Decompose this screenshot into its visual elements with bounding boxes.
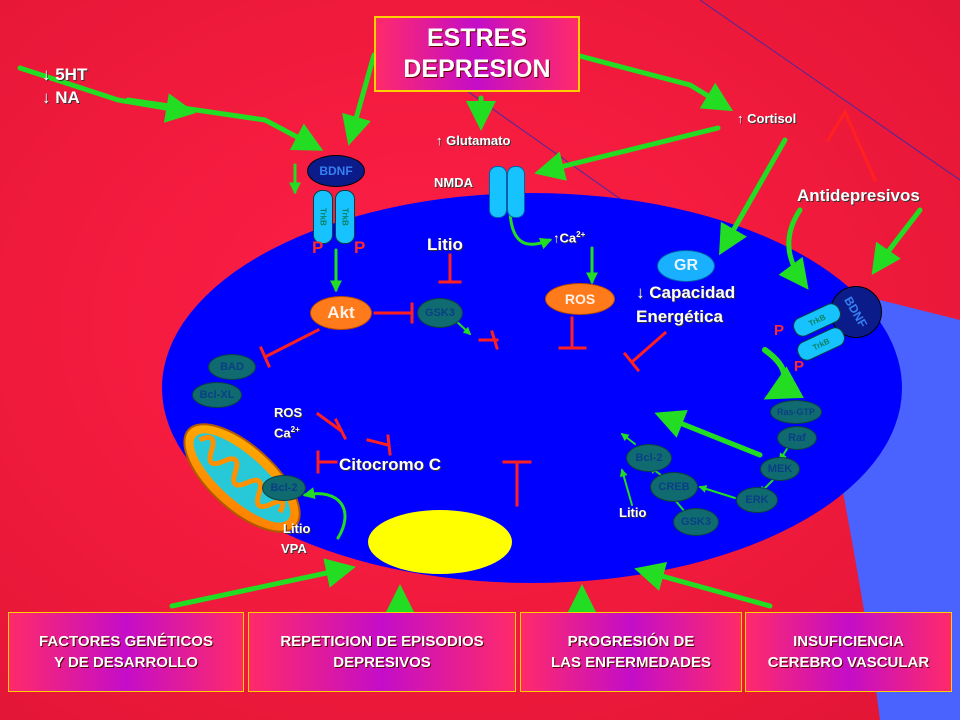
arrow-antidep-right [778, 207, 809, 290]
inhibit-ros [558, 316, 587, 350]
phospho-left-1: P [312, 238, 324, 257]
title-line-1: ESTRES [426, 23, 528, 52]
cell-body [162, 193, 902, 583]
footer-box-vascular: INSUFICIENCIA CEREBRO VASCULAR [745, 612, 952, 692]
trkb-left-2: TrkB [335, 190, 355, 244]
footer-vascular-line-2: CEREBRO VASCULAR [767, 654, 930, 671]
arrow-foot1 [169, 558, 356, 609]
label-na: ↓ NA [42, 88, 80, 107]
arrow-litio-bottom [619, 468, 633, 506]
bcl-xl-node: Bcl-XL [192, 382, 242, 408]
bg-line-2 [699, 0, 960, 181]
arrow-stress-bdnf [342, 52, 377, 146]
gsk3-node-bottom: GSK3 [673, 508, 719, 536]
bad-node: BAD [208, 354, 256, 380]
phospho-left-2: P [354, 238, 366, 257]
arrow-ras-cell [654, 409, 763, 458]
arrow-nmda-ca [508, 210, 553, 250]
arrow-antidep-bdnf [871, 207, 923, 275]
label-antidepresivos: Antidepresivos [797, 186, 920, 205]
label-ca-top: ↑Ca2+ [553, 230, 586, 246]
footer-episodes-line-1: REPETICION DE EPISODIOS [280, 633, 484, 650]
bcl2-mito-node: Bcl-2 [262, 475, 306, 501]
trkb-left-1: TrkB [313, 190, 333, 244]
label-cortisol: ↑ Cortisol [737, 111, 797, 126]
inhibit-litio [438, 253, 462, 284]
ros-node: ROS [545, 283, 615, 315]
label-5ht: ↓ 5HT [42, 65, 88, 84]
arrow-mito-litio [302, 487, 347, 540]
label-glutamato: ↑ Glutamato [436, 133, 511, 148]
inhibit-citocromo [316, 450, 338, 474]
label-nmda: NMDA [434, 175, 473, 190]
footer-box-genetic: FACTORES GENÉTICOS Y DE DESARROLLO [8, 612, 244, 692]
label-citocromo: Citocromo C [339, 455, 441, 474]
footer-vascular-line-1: INSUFICIENCIA [793, 633, 904, 650]
erk-node: ERK [736, 487, 778, 513]
footer-progression-line-2: LAS ENFERMEDADES [550, 654, 711, 671]
antidep-line [825, 108, 877, 182]
bdnf-left: BDNF [307, 155, 365, 187]
label-capacidad-2: Energética [636, 307, 723, 326]
mek-node: MEK [760, 457, 800, 481]
inhibit-nucleus [502, 460, 532, 507]
label-litio-bottom: Litio [619, 505, 647, 520]
inhibit-rosca-2 [366, 434, 392, 456]
raf-node: Raf [777, 426, 817, 450]
footer-genetic-line-1: FACTORES GENÉTICOS [39, 633, 213, 650]
gr-node: GR [657, 250, 715, 282]
phospho-right-1: P [774, 322, 785, 339]
nmda-channel [489, 166, 525, 218]
arrow-p-curve [762, 347, 804, 400]
inhibit-capacidad [622, 330, 668, 373]
footer-progression-line-1: PROGRESIÓN DE [567, 633, 695, 650]
footer-genetic-line-2: Y DE DESARROLLO [54, 654, 198, 671]
bcl2-node: Bcl-2 [626, 444, 672, 472]
title-box: ESTRES DEPRESION [374, 16, 580, 92]
arrow-stress-cortisol [573, 52, 734, 112]
arrow-foot4 [634, 561, 773, 609]
inhibit-rosca-1 [315, 411, 348, 441]
arrow-cortisol-nmda [534, 125, 721, 181]
label-litio-vpa-1: Litio [283, 521, 311, 536]
label-ros-mito: ROS [274, 405, 303, 420]
arrow-bcl2-out [620, 433, 636, 445]
akt-node: Akt [310, 296, 372, 330]
footer-box-episodes: REPETICION DE EPISODIOS DEPRESIVOS [248, 612, 516, 692]
label-capacidad-1: ↓ Capacidad [636, 283, 736, 302]
label-ca-mito: Ca2+ [274, 425, 300, 441]
footer-box-progression: PROGRESIÓN DE LAS ENFERMEDADES [520, 612, 742, 692]
label-litio-vpa-2: VPA [281, 541, 307, 556]
ras-gtp-node: Ras-GTP [770, 400, 822, 424]
creb-node: CREB [650, 472, 698, 502]
arrow-cortisol-gr [719, 137, 788, 256]
phospho-right-2: P [794, 358, 805, 375]
label-litio-top: Litio [427, 235, 463, 254]
arrow-erk-creb [698, 485, 736, 499]
inhibit-akt-gsk [373, 302, 414, 324]
nucleus [368, 510, 512, 574]
mitochondrion [183, 423, 301, 533]
gsk3-node-top: GSK3 [417, 298, 463, 328]
title-line-2: DEPRESION [403, 55, 551, 83]
inhibit-gsk-out [478, 330, 499, 350]
footer-episodes-line-2: DEPRESIVOS [333, 654, 431, 671]
inhibit-akt-bad [259, 327, 321, 368]
arrow-na [125, 97, 324, 151]
